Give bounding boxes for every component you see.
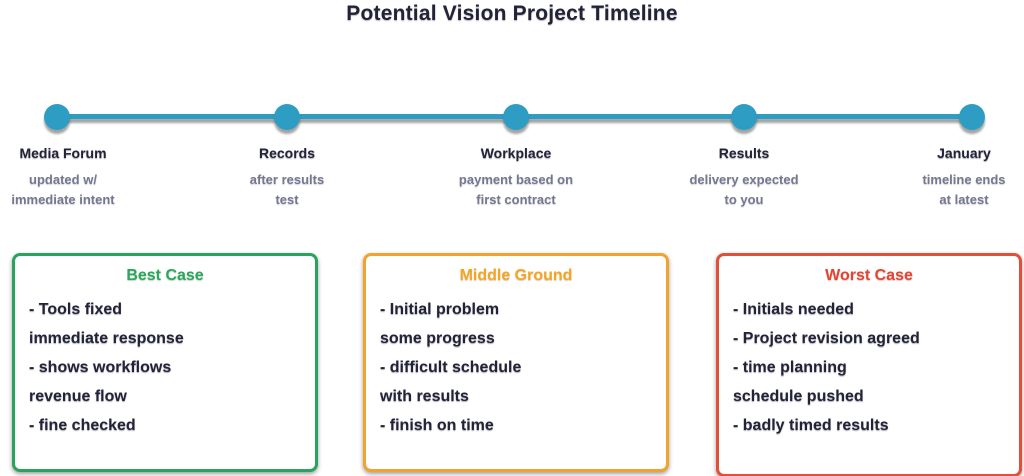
worst-case-header: Worst Case xyxy=(825,267,913,284)
best-case-header: Best Case xyxy=(126,267,204,284)
bullet-line: - fine checked xyxy=(29,417,136,434)
bullet-line: - Initials needed xyxy=(733,301,854,318)
timeline-dot xyxy=(959,104,985,130)
bullet-line: - shows workflows xyxy=(29,359,172,376)
bullet-line: schedule pushed xyxy=(733,388,864,405)
milestone-subtext: after results test xyxy=(249,172,325,207)
milestone-subtext: delivery expected to you xyxy=(689,172,799,207)
worst-case-box: Worst Case - Initials needed - Project r… xyxy=(716,253,1022,476)
timeline-dot xyxy=(44,104,70,130)
bullet-line: immediate response xyxy=(29,330,184,347)
page-title: Potential Vision Project Timeline xyxy=(346,2,678,25)
worst-case-bullets: - Initials needed - Project revision agr… xyxy=(719,295,1019,440)
middle-ground-box: Middle Ground - Initial problem some pro… xyxy=(363,253,669,472)
timeline-dot xyxy=(503,104,529,130)
milestone-subtext: payment based on first contract xyxy=(458,172,574,207)
bullet-line: with results xyxy=(380,388,469,405)
best-case-box: Best Case - Tools fixed immediate respon… xyxy=(12,253,318,472)
milestone-3: Workplace payment based on first contrac… xyxy=(431,145,601,210)
milestone-2: Records after results test xyxy=(202,145,372,210)
milestone-4: Results delivery expected to you xyxy=(659,145,829,210)
bullet-line: - difficult schedule xyxy=(380,359,522,376)
bullet-line: some progress xyxy=(380,330,495,347)
milestone-subtext: timeline ends at latest xyxy=(922,172,1006,207)
milestone-title: January xyxy=(937,145,991,161)
bullet-line: - time planning xyxy=(733,359,847,376)
timeline-dot xyxy=(731,104,757,130)
milestone-title: Records xyxy=(258,145,316,161)
bullet-line: - finish on time xyxy=(380,417,494,434)
milestone-title: Workplace xyxy=(480,145,552,161)
bullet-line: - Project revision agreed xyxy=(733,330,920,347)
milestone-1: Media Forum updated w/ immediate intent xyxy=(0,145,148,210)
middle-ground-bullets: - Initial problem some progress - diffic… xyxy=(366,295,666,440)
milestone-title: Results xyxy=(718,145,770,161)
timeline-dot xyxy=(274,104,300,130)
best-case-bullets: - Tools fixed immediate response - shows… xyxy=(15,295,315,440)
milestone-title: Media Forum xyxy=(19,145,107,161)
milestone-5: January timeline ends at latest xyxy=(879,145,1024,210)
middle-ground-header: Middle Ground xyxy=(459,267,573,284)
bullet-line: revenue flow xyxy=(29,388,127,405)
bullet-line: - badly timed results xyxy=(733,417,889,434)
bullet-line: - Initial problem xyxy=(380,301,500,318)
milestone-subtext: updated w/ immediate intent xyxy=(11,172,115,207)
bullet-line: - Tools fixed xyxy=(29,301,123,318)
